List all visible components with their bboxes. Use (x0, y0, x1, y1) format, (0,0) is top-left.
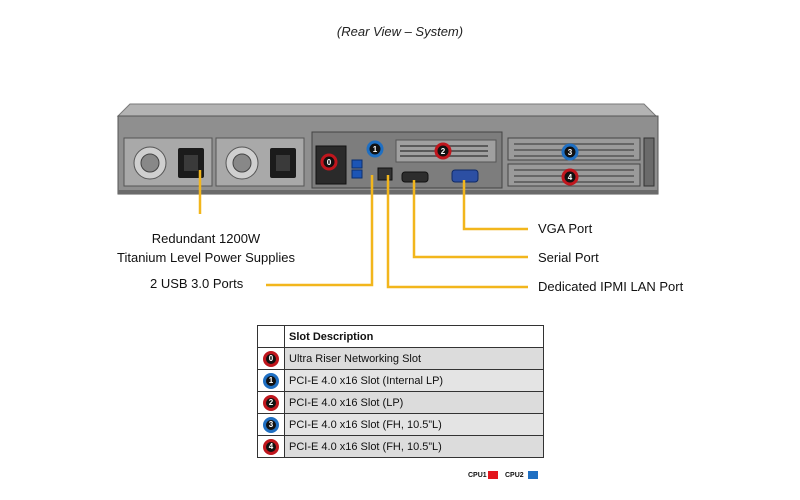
chassis-top (116, 103, 658, 117)
slot-badge-cell: 1 (257, 369, 285, 392)
table-header-blank (257, 325, 285, 348)
table-row: 0 Ultra Riser Networking Slot (257, 347, 544, 370)
table-header-row: Slot Description (257, 325, 544, 348)
table-row: 1 PCI-E 4.0 x16 Slot (Internal LP) (257, 369, 544, 392)
slot-marker-1 (366, 140, 384, 158)
usb-port (351, 169, 363, 179)
slot-badge-cell: 4 (257, 435, 285, 458)
table-row: 2 PCI-E 4.0 x16 Slot (LP) (257, 391, 544, 414)
slot-marker-label: 1 (373, 145, 378, 154)
slot-description-table: Slot Description 0 Ultra Riser Networkin… (257, 325, 544, 458)
slot-desc: PCI-E 4.0 x16 Slot (FH, 10.5”L) (284, 413, 544, 436)
serial-callout-line (412, 180, 528, 259)
slot-badge-cell: 2 (257, 391, 285, 414)
usb-label: 2 USB 3.0 Ports (150, 276, 244, 291)
slot-marker-label: 4 (568, 173, 573, 182)
vga-label: VGA Port (538, 221, 593, 236)
psu-label: Redundant 1200W Titanium Level Power Sup… (117, 229, 295, 267)
psu-label-line2: Titanium Level Power Supplies (117, 250, 295, 265)
legend-cpu2-swatch (528, 471, 538, 479)
slot-badge-cell: 3 (257, 413, 285, 436)
legend-cpu2-label: CPU2 (505, 472, 524, 479)
slot-marker-label: 2 (441, 147, 446, 156)
legend-cpu1-label: CPU1 (468, 472, 487, 479)
table-row: 3 PCI-E 4.0 x16 Slot (FH, 10.5”L) (257, 413, 544, 436)
table-header: Slot Description (284, 325, 544, 348)
slot-desc: PCI-E 4.0 x16 Slot (FH, 10.5”L) (284, 435, 544, 458)
callout-lines (198, 170, 528, 289)
ipmi-label: Dedicated IPMI LAN Port (538, 279, 684, 294)
ipmi-lan-port (377, 167, 393, 181)
slot-marker-label: 3 (568, 148, 573, 157)
legend-cpu1-swatch (488, 471, 498, 479)
slot-badge: 0 (263, 350, 279, 367)
usb-port (351, 159, 363, 169)
slot-desc: PCI-E 4.0 x16 Slot (LP) (284, 391, 544, 414)
slot-badge: 2 (263, 394, 279, 411)
slot-desc: Ultra Riser Networking Slot (284, 347, 544, 370)
usb-callout-line (266, 175, 374, 287)
slot-desc: PCI-E 4.0 x16 Slot (Internal LP) (284, 369, 544, 392)
slot-marker-3 (561, 143, 579, 161)
slot-badge: 1 (263, 372, 279, 389)
psu-label-line1: Redundant 1200W (151, 231, 261, 246)
serial-label: Serial Port (538, 250, 599, 265)
slot-badge-cell: 0 (257, 347, 285, 370)
power-supply-1 (123, 137, 213, 187)
power-supply-2 (215, 137, 305, 187)
ipmi-callout-line (386, 175, 528, 289)
slot-marker-2 (434, 142, 452, 160)
slot-marker-0 (320, 153, 338, 171)
figure-caption: (Rear View – System) (336, 24, 464, 39)
slot-marker-4 (561, 168, 579, 186)
slot-marker-label: 0 (327, 158, 332, 167)
slot-badge: 3 (263, 416, 279, 433)
table-row: 4 PCI-E 4.0 x16 Slot (FH, 10.5”L) (257, 435, 544, 458)
slot-badge: 4 (263, 438, 279, 455)
vga-callout-line (462, 180, 528, 231)
